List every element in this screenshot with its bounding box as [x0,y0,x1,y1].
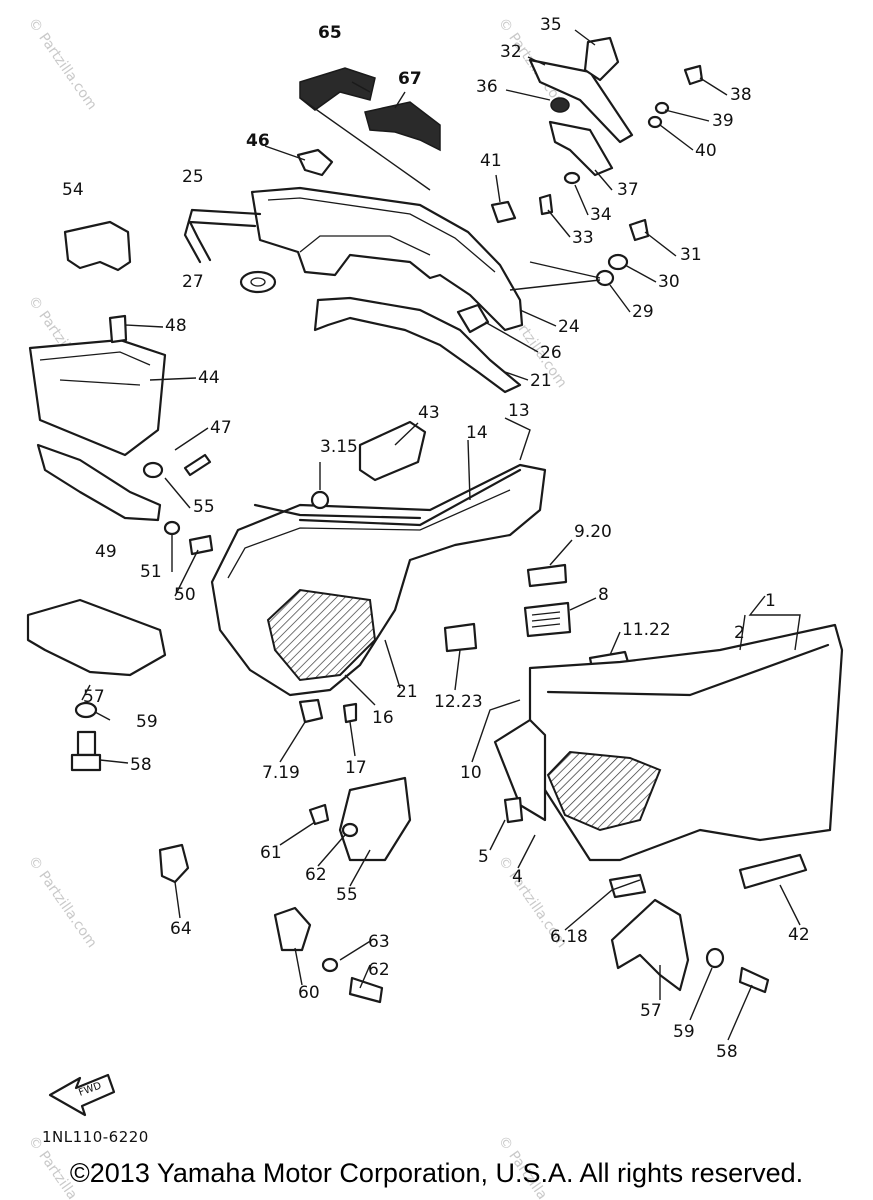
left-side-cover [210,420,547,724]
svg-text:62: 62 [368,960,390,980]
svg-text:58: 58 [716,1042,738,1062]
svg-text:61: 61 [260,843,282,863]
svg-text:51: 51 [140,562,162,582]
bracket-63 [158,843,190,884]
bracket-54 [63,220,132,272]
svg-text:4: 4 [512,867,523,887]
svg-text:16: 16 [372,708,394,728]
svg-text:50: 50 [174,585,196,605]
bracket-59 [338,776,412,862]
svg-text:48: 48 [165,316,187,336]
svg-text:57: 57 [83,687,105,707]
svg-text:3.15: 3.15 [320,437,358,457]
small-parts-47-55-49-50 [142,453,214,556]
leader-lines [81,29,801,1041]
bracket-56-58-57 [610,898,770,994]
svg-text:5: 5 [478,847,489,867]
bracket-27 [456,303,490,334]
labels-9-8-12 [443,563,630,670]
svg-text:64: 64 [170,919,192,939]
svg-text:37: 37 [617,180,639,200]
svg-text:38: 38 [730,85,752,105]
svg-text:32: 32 [500,42,522,62]
svg-text:40: 40 [695,141,717,161]
svg-text:54: 54 [62,180,84,200]
seat-cover-part [250,186,524,332]
svg-text:62: 62 [305,865,327,885]
svg-text:25: 25 [182,167,204,187]
svg-text:55: 55 [193,497,215,517]
svg-text:10: 10 [460,763,482,783]
svg-text:63: 63 [368,932,390,952]
emblem-42 [738,853,808,890]
svg-text:14: 14 [466,423,488,443]
svg-text:12.23: 12.23 [434,692,483,712]
svg-text:59: 59 [136,712,158,732]
svg-text:49: 49 [95,542,117,562]
bracket-62-65-64 [273,906,384,1004]
grommet-28 [239,270,277,294]
svg-text:© Partzilla.com: © Partzilla.com [25,15,100,113]
svg-text:2: 2 [734,623,745,643]
svg-text:65: 65 [318,23,342,43]
svg-text:29: 29 [632,302,654,322]
svg-text:11.22: 11.22 [622,620,671,640]
svg-text:47: 47 [210,418,232,438]
svg-text:27: 27 [182,272,204,292]
svg-text:55: 55 [336,885,358,905]
svg-text:34: 34 [590,205,612,225]
svg-text:42: 42 [788,925,810,945]
svg-text:43: 43 [418,403,440,423]
svg-text:57: 57 [640,1001,662,1021]
fwd-arrow-icon: FWD [48,1073,116,1117]
svg-text:21: 21 [396,682,418,702]
bolt-60-washer-61 [308,803,359,838]
right-side-cover [493,623,844,899]
svg-text:© Partzilla.com: © Partzilla.com [25,853,100,951]
svg-text:44: 44 [198,368,220,388]
callout-labels: 65 67 46 54 25 27 35 32 36 38 39 40 37 3… [62,15,810,1062]
clip-41 [490,200,517,224]
svg-text:67: 67 [398,69,422,89]
svg-text:8: 8 [598,585,609,605]
copyright-notice: ©2013 Yamaha Motor Corporation, U.S.A. A… [69,1158,804,1188]
svg-text:41: 41 [480,151,502,171]
svg-text:36: 36 [476,77,498,97]
lock-assembly [509,36,704,291]
diagram-code: 1NL110-6220 [42,1128,149,1146]
svg-text:60: 60 [298,983,320,1003]
svg-text:59: 59 [673,1022,695,1042]
svg-text:21: 21 [530,371,552,391]
svg-text:1: 1 [765,591,776,611]
svg-text:17: 17 [345,758,367,778]
clip-51 [26,598,167,677]
svg-text:9.20: 9.20 [574,522,612,542]
svg-text:13: 13 [508,401,530,421]
svg-text:46: 46 [246,131,270,151]
battery-box-44 [28,314,167,457]
clip-45 [296,148,334,177]
svg-text:35: 35 [540,15,562,35]
grab-rail-25 [313,296,522,394]
svg-text:33: 33 [572,228,594,248]
svg-text:30: 30 [658,272,680,292]
svg-text:6.18: 6.18 [550,927,588,947]
svg-text:7.19: 7.19 [262,763,300,783]
svg-text:24: 24 [558,317,580,337]
bracket-48 [36,443,162,522]
svg-text:39: 39 [712,111,734,131]
bolt-52-nut-53 [70,701,102,772]
svg-text:31: 31 [680,245,702,265]
svg-text:58: 58 [130,755,152,775]
svg-text:26: 26 [540,343,562,363]
grab-rail-26 [183,208,262,264]
pads-67-68 [299,67,441,191]
